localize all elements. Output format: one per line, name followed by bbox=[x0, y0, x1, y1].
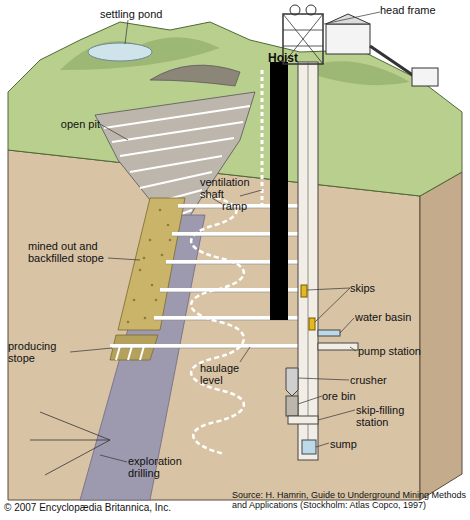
station-label: skip-filling station bbox=[356, 404, 426, 428]
pump-station bbox=[318, 343, 358, 350]
water-basin bbox=[318, 330, 340, 336]
drilling-label: exploration drilling bbox=[128, 455, 198, 479]
leader-lines bbox=[70, 12, 380, 462]
level-label: haulage level bbox=[200, 362, 260, 386]
ramp-label: ramp bbox=[222, 200, 262, 212]
settling-label: settling pond bbox=[100, 8, 180, 20]
backfill-texture bbox=[127, 209, 172, 324]
rock-front-face bbox=[8, 150, 420, 500]
skip bbox=[309, 318, 315, 330]
pump-label: pump station bbox=[358, 345, 448, 357]
sump bbox=[302, 440, 316, 454]
drill-holes bbox=[30, 412, 110, 475]
basin-label: water basin bbox=[355, 311, 445, 323]
shaft-divider bbox=[308, 62, 309, 440]
hoist-label: Hoist bbox=[268, 52, 312, 65]
crusher bbox=[286, 368, 298, 396]
drifts bbox=[116, 346, 144, 360]
ventilation-shaft bbox=[261, 70, 264, 206]
stope-label: producing stope bbox=[8, 340, 70, 364]
skip-filling-station bbox=[288, 416, 318, 424]
crusher-label: crusher bbox=[350, 374, 410, 386]
copyright-note: © 2007 Encyclopædia Britannica, Inc. bbox=[4, 502, 230, 513]
hoist bbox=[270, 62, 288, 320]
sump-label: sump bbox=[330, 438, 380, 450]
stope-label: mined out and backfilled stope bbox=[28, 240, 110, 264]
head-frame bbox=[283, 5, 438, 86]
ore-bin bbox=[286, 396, 298, 416]
rock-side-face bbox=[420, 172, 462, 500]
bin-label: ore bin bbox=[322, 390, 372, 402]
headframe-label: head frame bbox=[380, 4, 460, 16]
source-note: Source: H. Hamrin, Guide to Underground … bbox=[232, 490, 468, 510]
skips-label: skips bbox=[350, 282, 400, 294]
settling-pond bbox=[88, 43, 152, 61]
pit-label: open pit bbox=[40, 118, 100, 130]
shaft-label: ventilation shaft bbox=[200, 176, 260, 200]
ramp bbox=[191, 195, 244, 454]
waste-dump bbox=[150, 65, 240, 86]
skip bbox=[301, 285, 307, 297]
